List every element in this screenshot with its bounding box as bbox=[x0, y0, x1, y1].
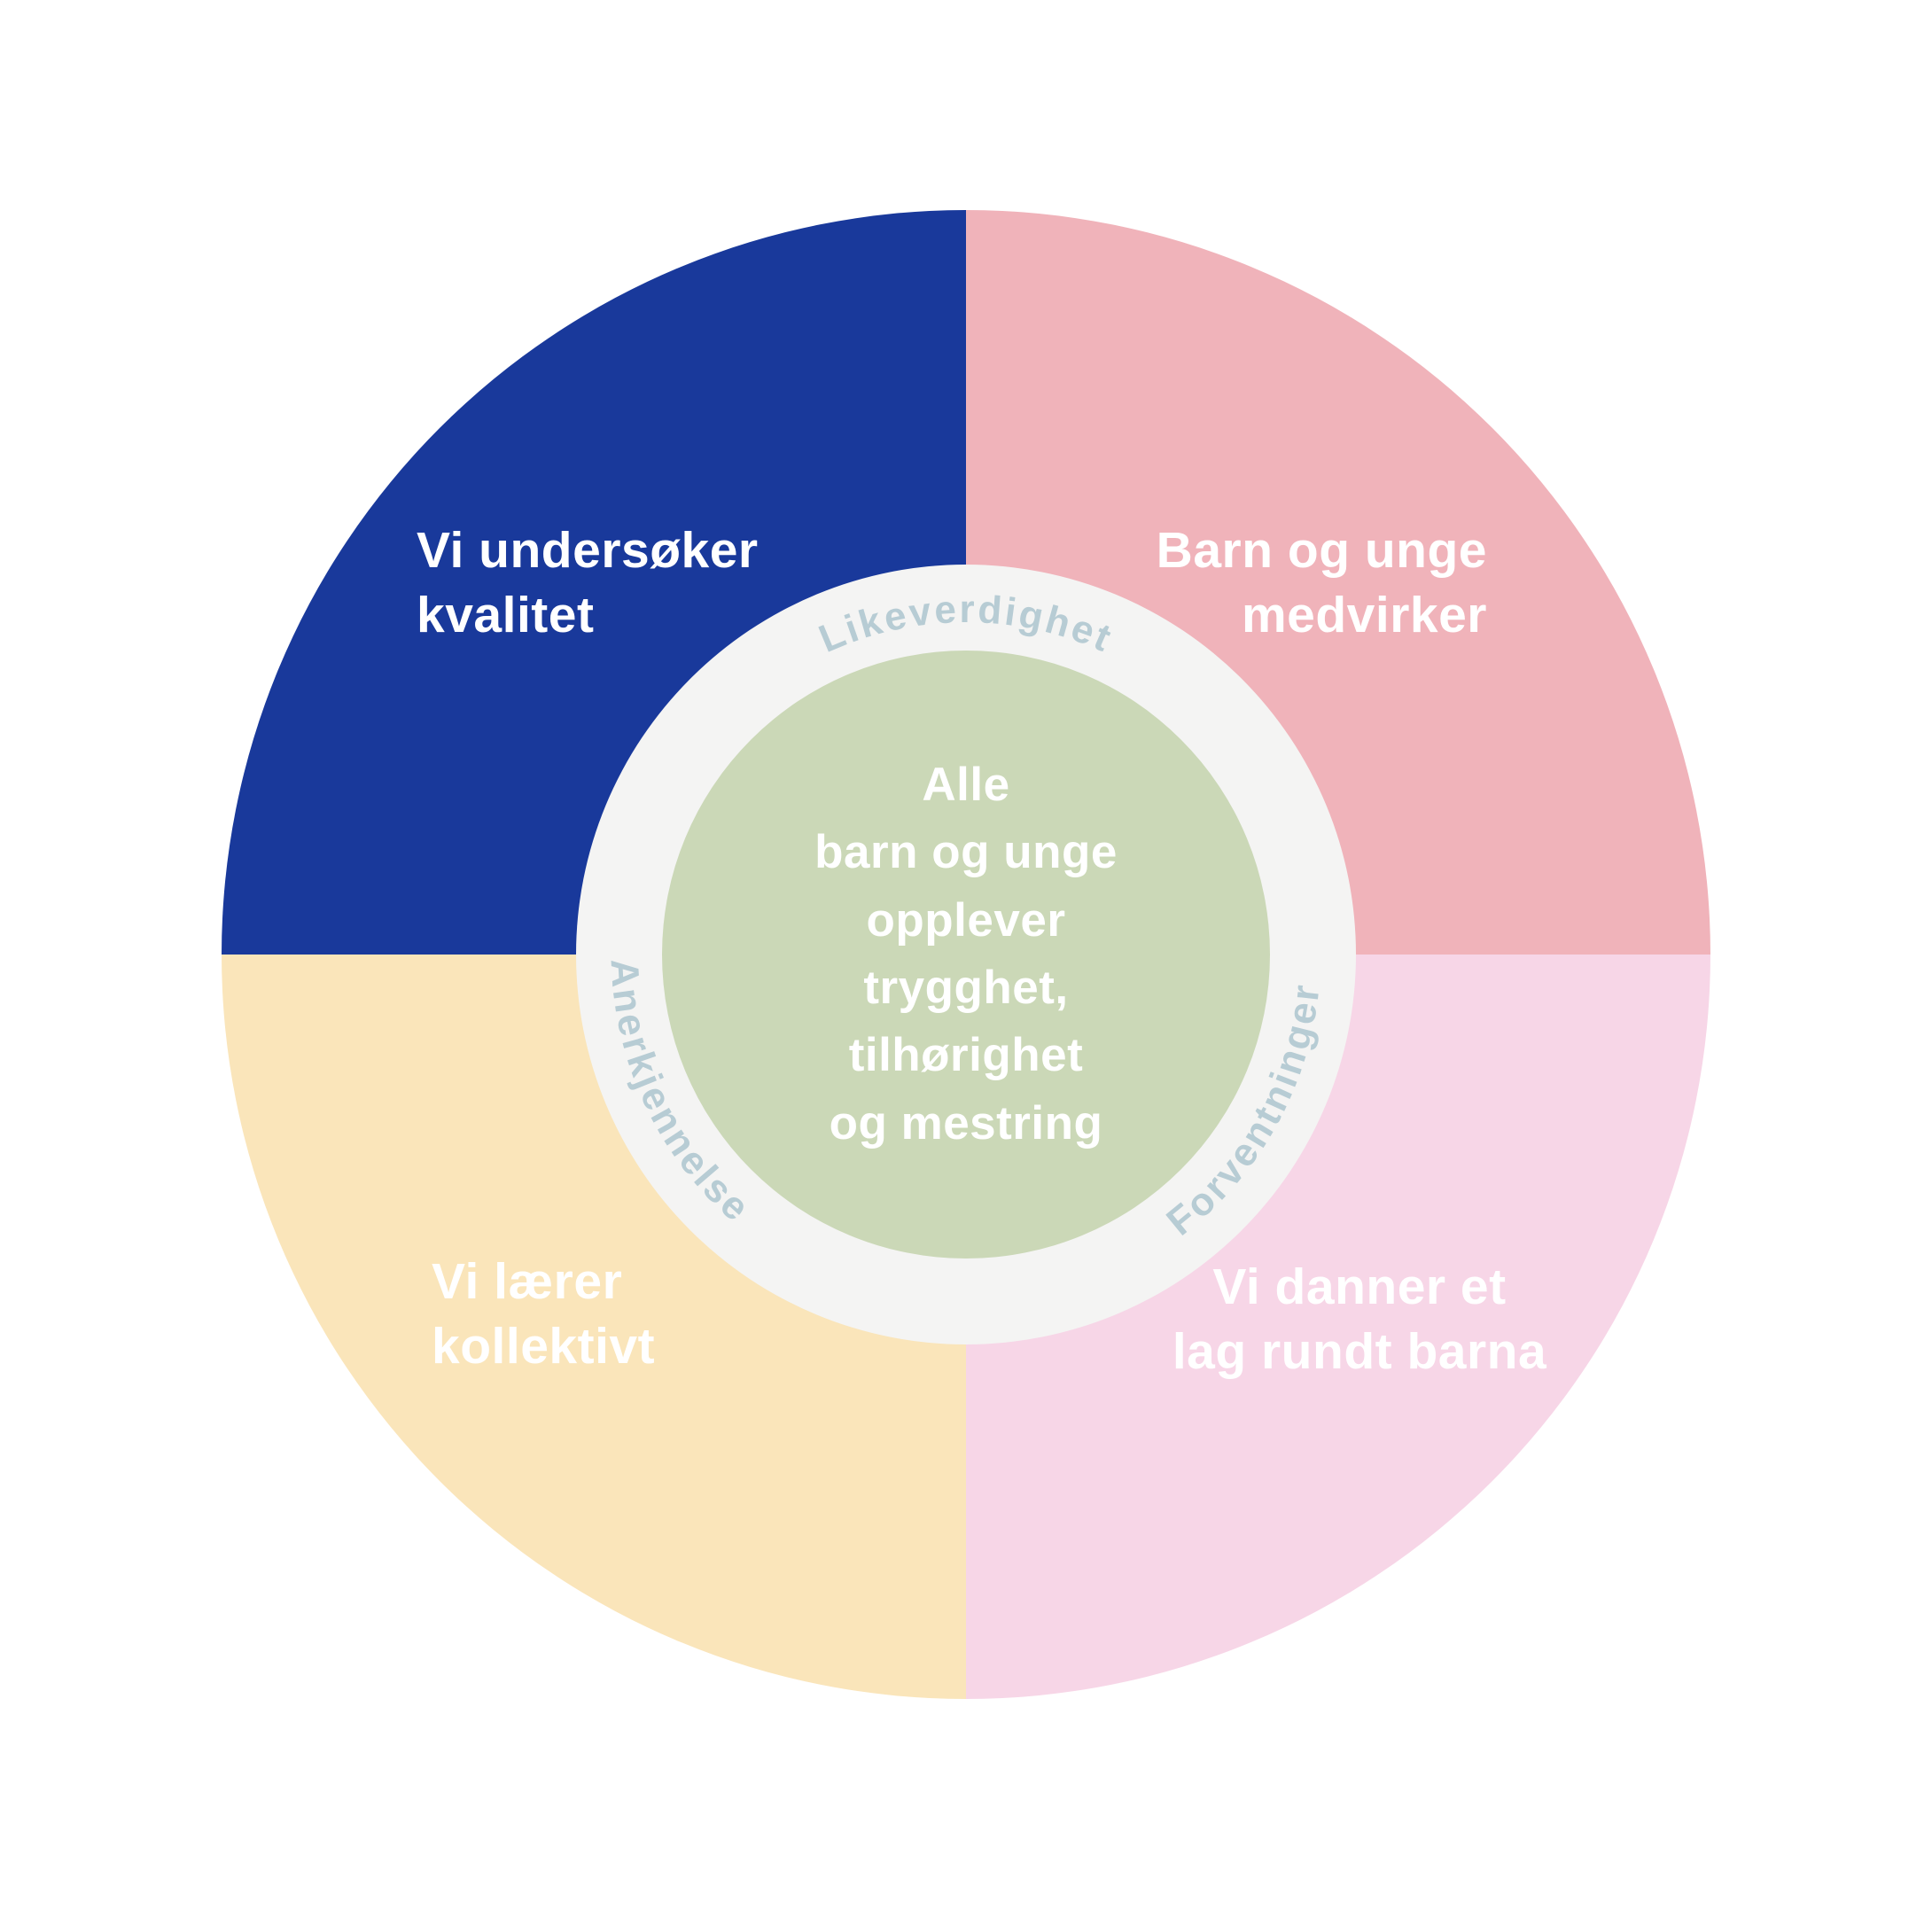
label-quadrant-bottom-left: Vi lærer kollektivt bbox=[432, 1250, 655, 1379]
label-line: kollektivt bbox=[432, 1317, 656, 1375]
label-quadrant-top-left: Vi undersøker kvalitet bbox=[417, 518, 759, 648]
center-statement: Alle barn og unge opplever trygghet, til… bbox=[814, 752, 1118, 1157]
label-line: Barn og unge bbox=[1156, 522, 1487, 579]
label-line: Vi danner et bbox=[1212, 1259, 1507, 1315]
center-statement-line: Alle bbox=[922, 759, 1010, 812]
center-statement-line: trygghet, bbox=[863, 962, 1069, 1014]
label-line: kvalitet bbox=[417, 586, 595, 643]
label-quadrant-bottom-right: Vi danner et lag rundt barna bbox=[1165, 1255, 1554, 1384]
center-circle bbox=[662, 651, 1270, 1259]
center-statement-line: tilhørighet bbox=[848, 1029, 1084, 1082]
label-line: medvirker bbox=[1241, 586, 1487, 643]
center-statement-line: opplever bbox=[866, 893, 1066, 947]
label-line: Vi undersøker bbox=[417, 522, 759, 579]
label-quadrant-top-right: Barn og unge medvirker bbox=[1157, 518, 1487, 648]
center-statement-line: barn og unge bbox=[814, 826, 1118, 879]
label-line: Vi lærer bbox=[432, 1253, 623, 1310]
label-line: lag rundt barna bbox=[1172, 1322, 1547, 1380]
center-statement-line: og mestring bbox=[829, 1096, 1103, 1149]
